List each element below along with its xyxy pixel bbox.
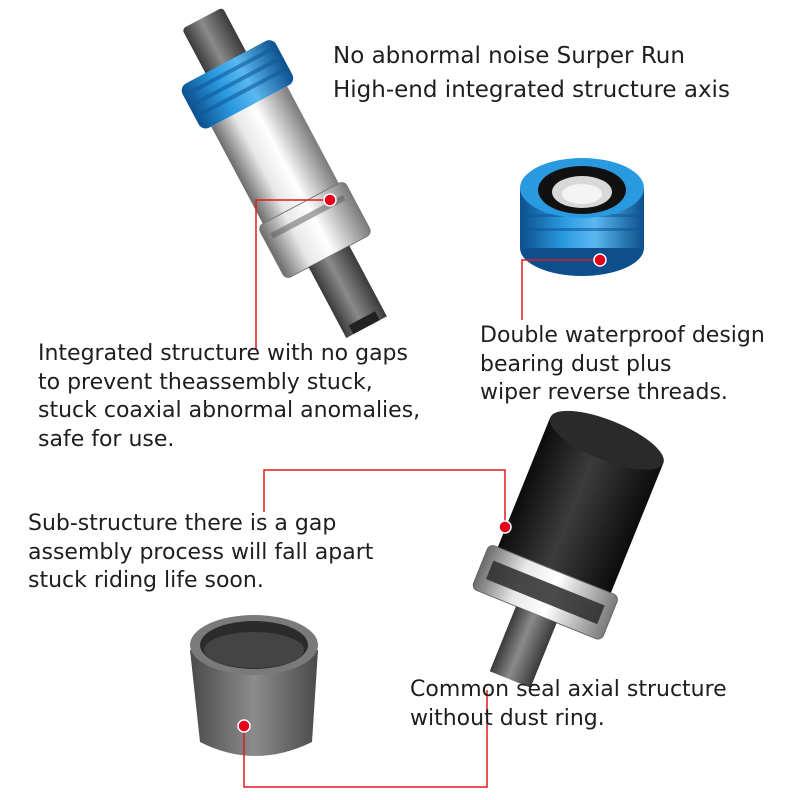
callout-integrated-structure: Integrated structure with no gaps to pre…: [38, 341, 421, 452]
leader-lines: [243, 199, 600, 788]
headline-line-2: High-end integrated structure axis: [333, 77, 730, 103]
marker-dot-waterproof: [593, 253, 607, 267]
callout-sub-structure: Sub-structure there is a gap assembly pr…: [28, 511, 374, 593]
leader-line-integrated: [255, 199, 330, 350]
marker-dots: [237, 193, 607, 733]
headline-line-1: No abnormal noise Surper Run: [333, 43, 685, 69]
marker-dot-common: [237, 719, 251, 733]
marker-dot-substructure: [498, 520, 512, 534]
leader-line-waterproof: [521, 259, 600, 320]
gray-sleeve-image: [190, 615, 318, 756]
leader-line-common: [243, 690, 488, 788]
callout-common-seal: Common seal axial structure without dust…: [410, 677, 727, 731]
integrated-bottom-bracket-image: [181, 8, 387, 338]
callout-waterproof-design: Double waterproof design bearing dust pl…: [480, 323, 765, 405]
leader-line-substructure: [263, 469, 506, 527]
marker-dot-integrated: [323, 193, 337, 207]
black-bottom-bracket-image: [472, 410, 664, 688]
blue-bearing-cup-image: [520, 158, 644, 276]
